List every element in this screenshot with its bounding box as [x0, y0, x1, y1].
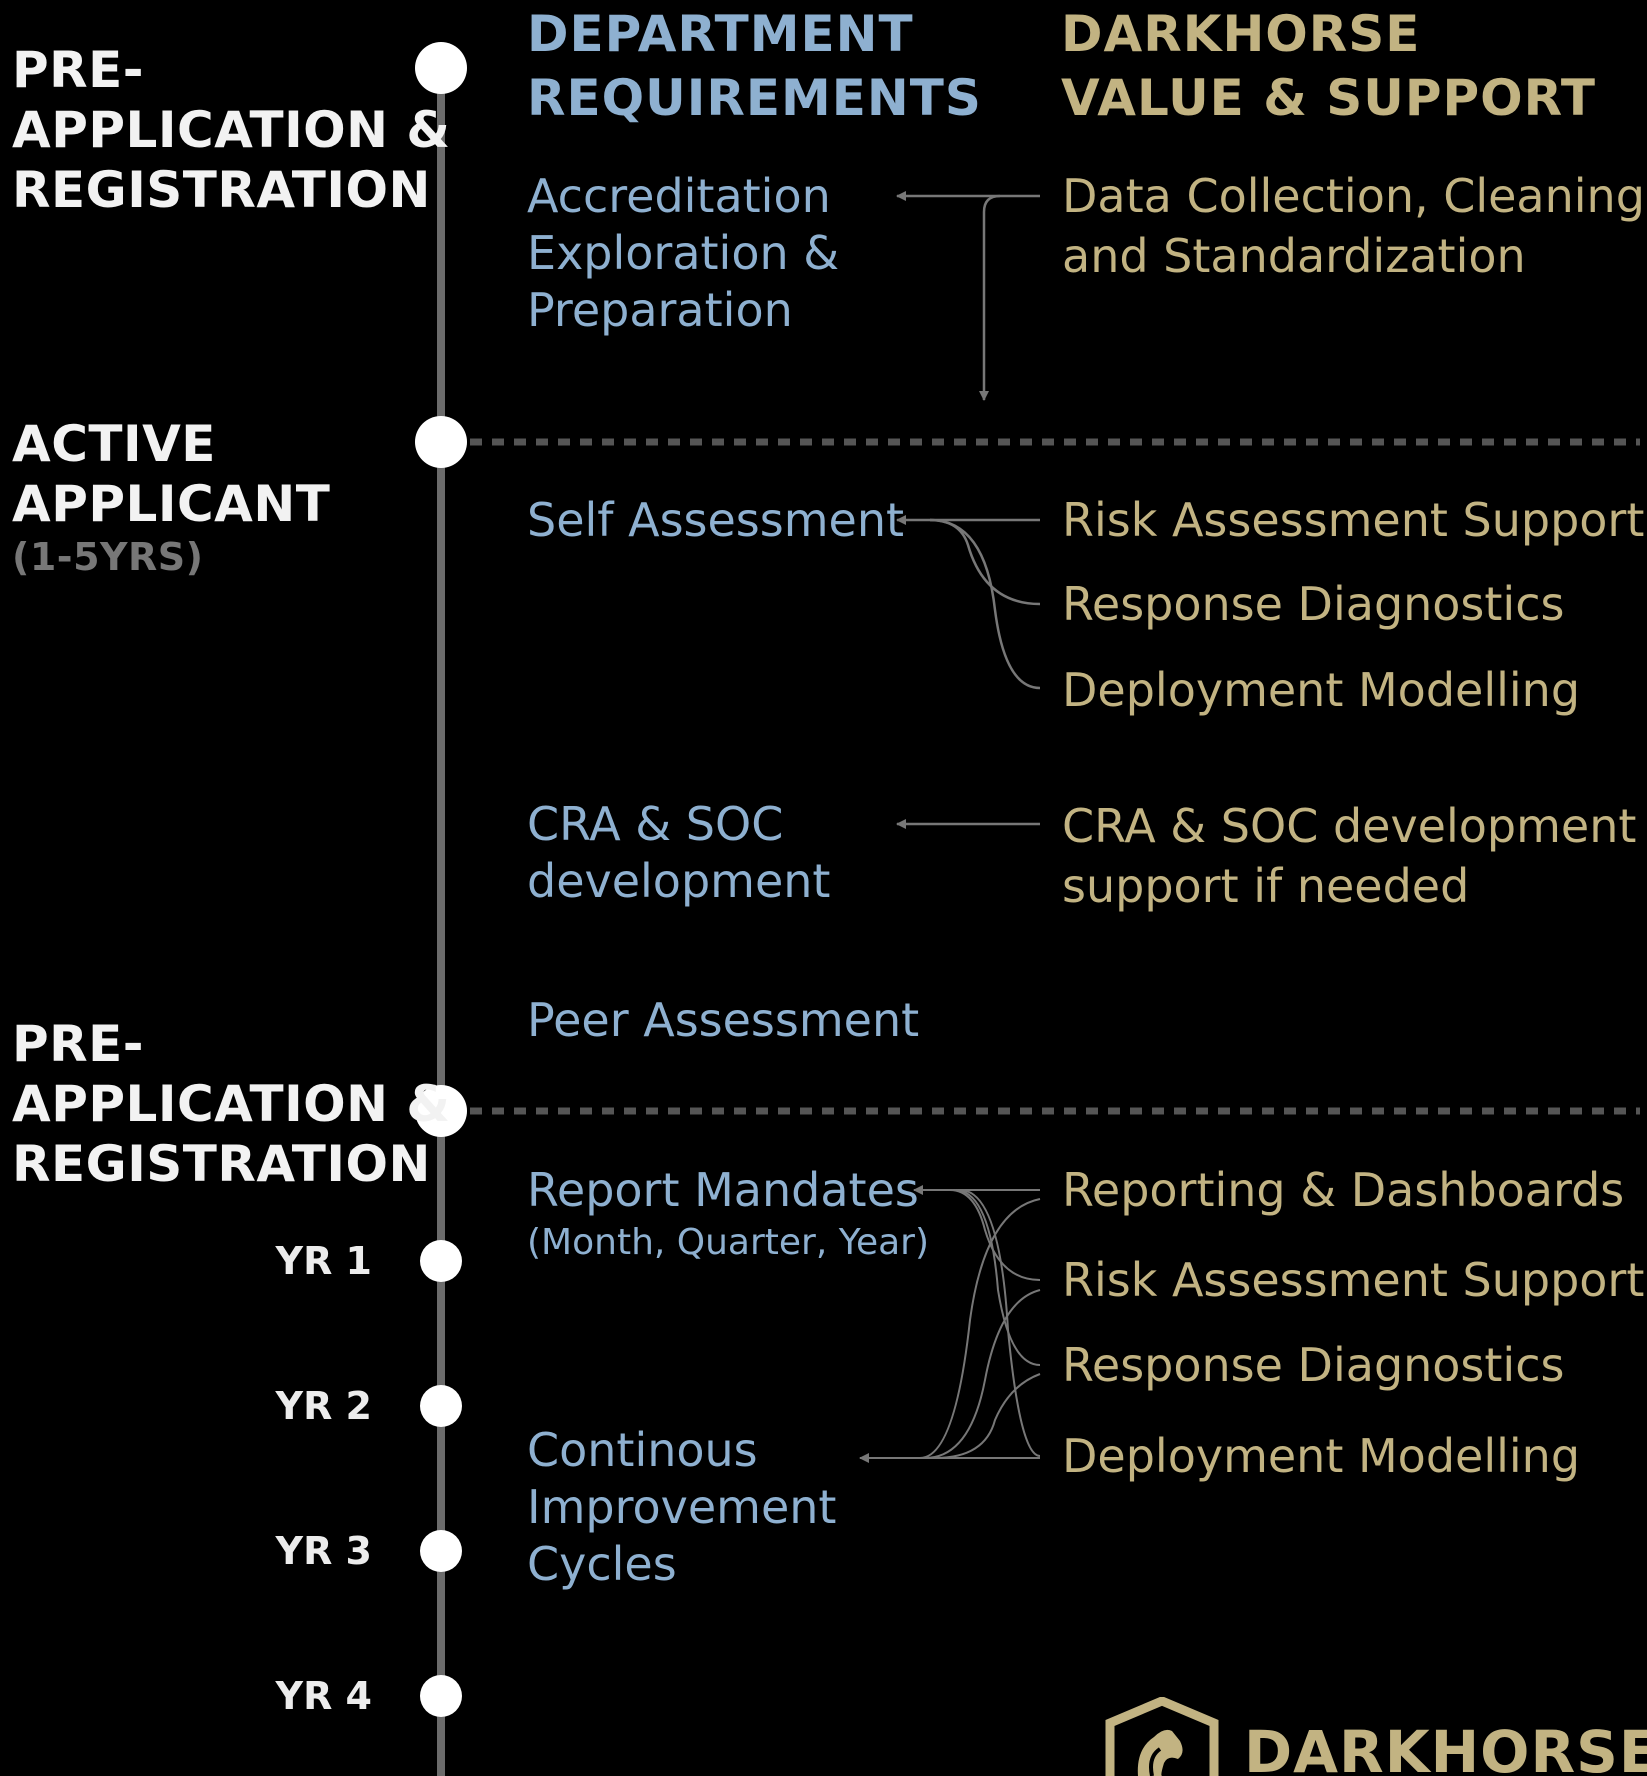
connector-data-collection: [896, 191, 1040, 401]
phase-line: PRE-: [12, 41, 145, 99]
support-risk-assessment: Risk Assessment Support: [1062, 490, 1644, 550]
requirement-line: Peer Assessment: [527, 993, 920, 1047]
brand-name: DARKHORSE: [1244, 1718, 1647, 1776]
support-line: Reporting & Dashboards: [1062, 1163, 1625, 1217]
support-risk-assessment-2: Risk Assessment Support: [1062, 1250, 1644, 1310]
darkhorse-value-header: DARKHORSE VALUE & SUPPORT: [1061, 2, 1596, 130]
requirement-line: Cycles: [527, 1537, 677, 1591]
support-deployment-modelling-2: Deployment Modelling: [1062, 1426, 1580, 1486]
year-node-1: [420, 1240, 462, 1282]
requirement-accreditation: Accreditation Exploration & Preparation: [527, 168, 839, 339]
support-cra-soc: CRA & SOC development support if needed: [1062, 796, 1636, 916]
requirement-line: Continous: [527, 1423, 758, 1477]
year-node-2: [420, 1385, 462, 1427]
phase-node-3: [415, 1085, 467, 1137]
header-line: DEPARTMENT: [527, 5, 914, 63]
support-line: Deployment Modelling: [1062, 663, 1581, 717]
year-node-3: [420, 1530, 462, 1572]
support-line: Data Collection, Cleaning,: [1062, 169, 1647, 223]
phase-line: REGISTRATION: [12, 161, 431, 219]
phase-node-1: [415, 42, 467, 94]
support-response-diagnostics-2: Response Diagnostics: [1062, 1335, 1564, 1395]
phase-duration: (1-5YRS): [12, 535, 204, 579]
support-line: Risk Assessment Support: [1062, 493, 1645, 547]
header-line: DARKHORSE: [1061, 5, 1421, 63]
requirement-line: Improvement: [527, 1480, 837, 1534]
phase-line: PRE-: [12, 1015, 145, 1073]
support-line: Response Diagnostics: [1062, 577, 1565, 631]
connector-self-assessment: [896, 515, 1041, 690]
phase-label-active-applicant: ACTIVE APPLICANT (1-5YRS): [12, 414, 330, 580]
phase-line: REGISTRATION: [12, 1135, 431, 1193]
requirement-cra-soc: CRA & SOC development: [527, 796, 830, 910]
support-data-collection: Data Collection, Cleaning, and Standardi…: [1062, 166, 1647, 286]
header-line: REQUIREMENTS: [527, 69, 982, 127]
support-line: Deployment Modelling: [1062, 1429, 1581, 1483]
year-label-1: YR 1: [275, 1239, 372, 1283]
phase-node-2: [415, 416, 467, 468]
requirement-report-mandates: Report Mandates (Month, Quarter, Year): [527, 1162, 929, 1267]
connector-reporting: [859, 1185, 1041, 1463]
requirement-line: Self Assessment: [527, 493, 905, 547]
support-line: and Standardization: [1062, 229, 1526, 283]
requirement-self-assessment: Self Assessment: [527, 492, 904, 549]
phase-label-pre-application: PRE- APPLICATION & REGISTRATION: [12, 40, 451, 220]
support-deployment-modelling: Deployment Modelling: [1062, 660, 1580, 720]
requirement-line: CRA & SOC: [527, 797, 784, 851]
requirement-note: (Month, Quarter, Year): [527, 1222, 929, 1263]
year-label-3: YR 3: [275, 1529, 372, 1573]
support-reporting-dashboards: Reporting & Dashboards: [1062, 1160, 1624, 1220]
support-line: CRA & SOC development: [1062, 799, 1637, 853]
year-label-4: YR 4: [275, 1674, 372, 1718]
requirement-line: Report Mandates: [527, 1163, 919, 1217]
horse-shield-icon: [1105, 1697, 1219, 1776]
requirement-line: Preparation: [527, 283, 793, 337]
phase-line: APPLICATION &: [12, 1075, 451, 1133]
department-requirements-header: DEPARTMENT REQUIREMENTS: [527, 2, 982, 130]
year-label-2: YR 2: [275, 1384, 372, 1428]
requirement-line: Exploration &: [527, 226, 840, 280]
phase-line: ACTIVE: [12, 415, 216, 473]
phase-line: APPLICANT: [12, 475, 331, 533]
phase-line: APPLICATION &: [12, 101, 451, 159]
year-node-4: [420, 1675, 462, 1717]
support-response-diagnostics: Response Diagnostics: [1062, 574, 1564, 634]
support-line: Risk Assessment Support: [1062, 1253, 1645, 1307]
requirement-continuous-improvement: Continous Improvement Cycles: [527, 1422, 836, 1593]
support-line: support if needed: [1062, 859, 1470, 913]
requirement-line: Accreditation: [527, 169, 831, 223]
requirement-line: development: [527, 854, 831, 908]
support-line: Response Diagnostics: [1062, 1338, 1565, 1392]
phase-label-pre-application-2: PRE- APPLICATION & REGISTRATION: [12, 1014, 451, 1194]
header-line: VALUE & SUPPORT: [1061, 69, 1597, 127]
requirement-peer-assessment: Peer Assessment: [527, 992, 919, 1049]
